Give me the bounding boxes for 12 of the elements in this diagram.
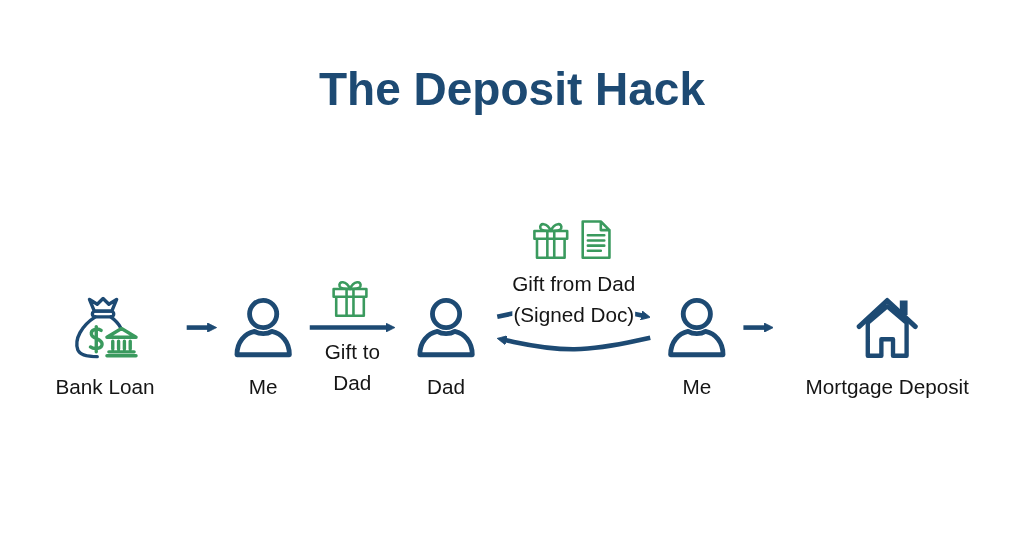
edge-label: Gift to Dad xyxy=(324,340,380,395)
arrow xyxy=(496,335,651,352)
arrow xyxy=(743,322,774,333)
arrow xyxy=(186,322,217,333)
node-label: Me xyxy=(248,375,278,399)
arrow xyxy=(309,322,396,333)
node-label: Mortgage Deposit xyxy=(805,375,969,399)
title: The Deposit Hack xyxy=(319,62,705,116)
edge-label: Gift from Dad (Signed Doc) xyxy=(512,272,636,328)
node-label: Me xyxy=(682,375,711,399)
node-label: Dad xyxy=(426,375,465,399)
node-label: Bank Loan xyxy=(55,375,155,399)
